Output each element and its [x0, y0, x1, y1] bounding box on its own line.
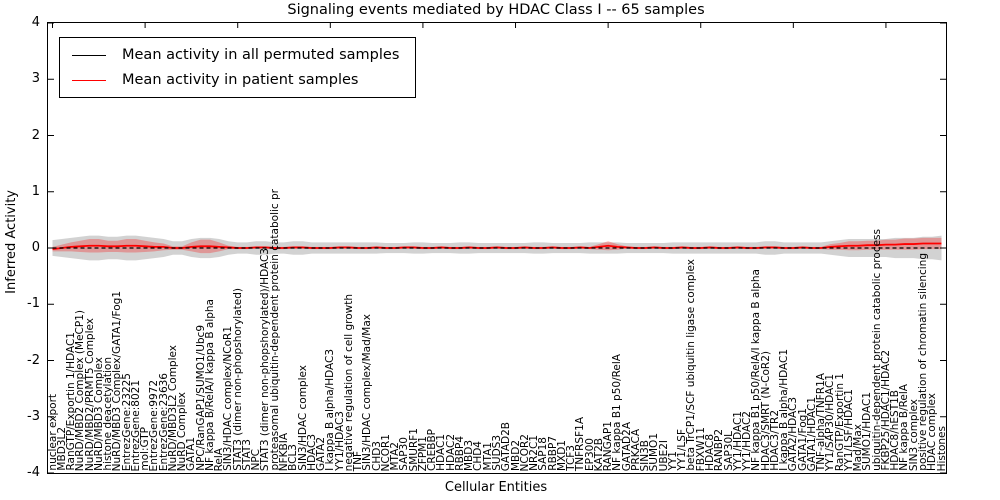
- y-tick-label: 2: [31, 127, 40, 143]
- chart-title: Signaling events mediated by HDAC Class …: [287, 2, 705, 18]
- y-tick-label: -2: [27, 352, 40, 368]
- legend-item-permuted: Mean activity in all permuted samples: [72, 47, 399, 63]
- y-tick-label: -3: [27, 408, 40, 424]
- legend: Mean activity in all permuted samples Me…: [59, 37, 417, 98]
- patient-line-swatch: [72, 79, 106, 81]
- y-tick-label: 4: [31, 15, 40, 30]
- y-tick-label: -1: [27, 296, 40, 312]
- legend-label: Mean activity in patient samples: [122, 72, 359, 88]
- x-axis-label: Cellular Entities: [444, 480, 548, 495]
- y-tick-label: 1: [31, 183, 40, 199]
- patient-samples-range-band: [52, 237, 942, 254]
- y-tick-label: -4: [27, 465, 40, 480]
- legend-label: Mean activity in all permuted samples: [122, 47, 400, 63]
- y-tick-label: 3: [31, 71, 40, 87]
- chart-canvas: [48, 23, 946, 473]
- permuted-line-swatch: [72, 54, 106, 56]
- legend-item-patient: Mean activity in patient samples: [72, 72, 399, 88]
- y-tick-label: 0: [31, 240, 40, 255]
